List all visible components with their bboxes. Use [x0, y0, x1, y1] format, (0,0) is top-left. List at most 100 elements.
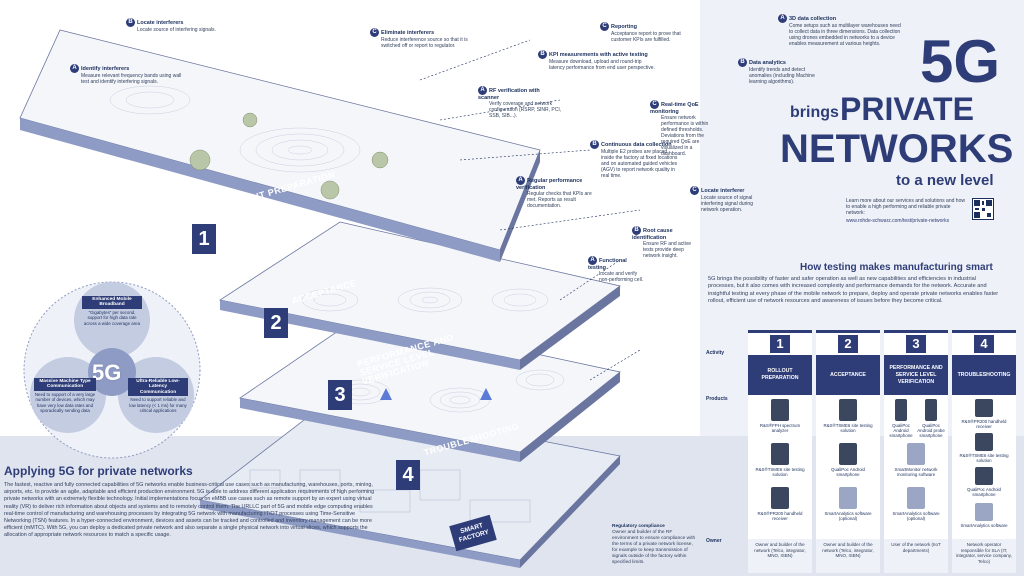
layer-3-number: 3: [328, 380, 352, 410]
embb-label: Enhanced Mobile Broadband“Gigabytes” per…: [82, 296, 142, 326]
regulatory-compliance-callout: Regulatory compliance Owner and builder …: [612, 524, 696, 565]
phase-number: 3: [906, 335, 926, 353]
phase-activity: ACCEPTANCE: [816, 355, 880, 395]
probe-smartphone-icon: [925, 399, 937, 421]
product-item: R&S®PR200 handheld receiver: [956, 399, 1012, 429]
callout-badge: B: [126, 18, 135, 27]
qr-code-icon[interactable]: [972, 198, 994, 220]
phase-column-3: 3 PERFORMANCE AND SERVICE LEVEL VERIFICA…: [884, 330, 948, 573]
product-item: SmartAnalytics software: [956, 503, 1012, 528]
product-item: R&S®TSME6 site testing solution: [820, 399, 876, 433]
product-item: QualiPoc Android smartphone: [956, 467, 1012, 497]
site-testing-device-icon: [839, 399, 857, 421]
phase-owner: User of the network (IIoT departments): [884, 539, 948, 573]
callout-badge: B: [590, 140, 599, 149]
learn-more-link[interactable]: www.rohde-schwarz.com/test/private-netwo…: [846, 218, 950, 224]
product-item: R&S®FPH spectrum analyzer: [752, 399, 808, 433]
handheld-receiver-icon: [975, 399, 993, 417]
site-testing-device-icon: [975, 433, 993, 451]
product-item: R&S®TSME6 site testing solution: [956, 433, 1012, 463]
circle-5g-center: 5G: [92, 360, 122, 385]
callout-badge: C: [650, 100, 659, 109]
title-subtitle: to a new level: [896, 172, 994, 189]
phase-column-4: 4 TROUBLESHOOTING R&S®PR200 handheld rec…: [952, 330, 1016, 573]
learn-more-text: Learn more about our services and soluti…: [846, 198, 970, 224]
callout-badge: C: [600, 22, 609, 31]
software-screen-icon: [975, 503, 993, 521]
smartphone-icon: [839, 443, 857, 465]
callout-badge: C: [690, 186, 699, 195]
title-brings: brings: [790, 104, 839, 121]
phase-number: 2: [838, 335, 858, 353]
layer-4-number: 4: [396, 460, 420, 490]
callout-badge: A: [478, 86, 487, 95]
callout-badge: A: [778, 14, 787, 23]
row-label-activity: Activity: [706, 350, 725, 356]
smartphone-icon: [895, 399, 907, 421]
phase-column-2: 2 ACCEPTANCE R&S®TSME6 site testing solu…: [816, 330, 880, 573]
phase-activity: PERFORMANCE AND SERVICE LEVEL VERIFICATI…: [884, 355, 948, 395]
title-private: PRIVATE: [840, 91, 974, 127]
urllc-label: Ultra-Reliable Low-Latency Communication…: [128, 378, 188, 414]
layer-1-slab: [19, 29, 541, 262]
phase-number: 1: [770, 335, 790, 353]
callout-badge: B: [738, 58, 747, 67]
title-5g: 5G: [920, 28, 1001, 95]
phase-owner: Owner and builder of the network (Telco,…: [816, 539, 880, 573]
callout-badge: B: [632, 226, 641, 235]
product-item: QualiPoc Android smartphone: [820, 443, 876, 477]
product-item: SmartAnalytics software (optional): [820, 487, 876, 521]
layer-3-slab: [238, 315, 621, 462]
callout-badge: C: [370, 28, 379, 37]
product-item: QualiPoc Android probe smartphone: [916, 399, 946, 439]
product-item: R&S®PR200 handheld receiver: [752, 487, 808, 521]
product-item: R&S®TSME6 site testing solution: [752, 443, 808, 477]
testing-phases-table: Activity Products Owner 1 ROLLOUT PREPAR…: [704, 330, 1020, 573]
row-label-products: Products: [706, 396, 728, 402]
callout-badge: A: [70, 64, 79, 73]
smartphone-icon: [975, 467, 993, 485]
product-item: QualiPoc Android smartphone: [886, 399, 916, 439]
layer-2-number: 2: [264, 308, 288, 338]
handheld-receiver-icon: [771, 487, 789, 509]
callout-badge: A: [588, 256, 597, 265]
phase-owner: Owner and builder of the network (Telco,…: [748, 539, 812, 573]
5g-usage-circle: [23, 281, 201, 459]
product-item: SmartMonitor network monitoring software: [888, 443, 944, 477]
callout-badge: A: [516, 176, 525, 185]
software-screen-icon: [839, 487, 857, 509]
spectrum-analyzer-icon: [771, 399, 789, 421]
apply-5g-title: Applying 5G for private networks: [4, 464, 193, 478]
apply-5g-body: The fastest, reactive and fully connecte…: [4, 482, 375, 539]
monitoring-screen-icon: [907, 443, 925, 465]
site-testing-device-icon: [771, 443, 789, 465]
how-testing-body: 5G brings the possibility of faster and …: [708, 276, 999, 305]
title-networks: NETWORKS: [780, 127, 1014, 171]
layer-2-slab: [218, 221, 621, 370]
row-label-owner: Owner: [706, 538, 722, 544]
phase-activity: TROUBLESHOOTING: [952, 355, 1016, 395]
phase-number: 4: [974, 335, 994, 353]
callout-leader-lines: [419, 39, 641, 381]
product-item: SmartAnalytics software (optional): [888, 487, 944, 521]
callout-badge: B: [538, 50, 547, 59]
layer-1-number: 1: [192, 224, 216, 254]
phase-owner: Network operator responsible for SLA (IT…: [952, 539, 1016, 573]
how-testing-title: How testing makes manufacturing smart: [800, 262, 993, 273]
phase-column-1: 1 ROLLOUT PREPARATION R&S®FPH spectrum a…: [748, 330, 812, 573]
